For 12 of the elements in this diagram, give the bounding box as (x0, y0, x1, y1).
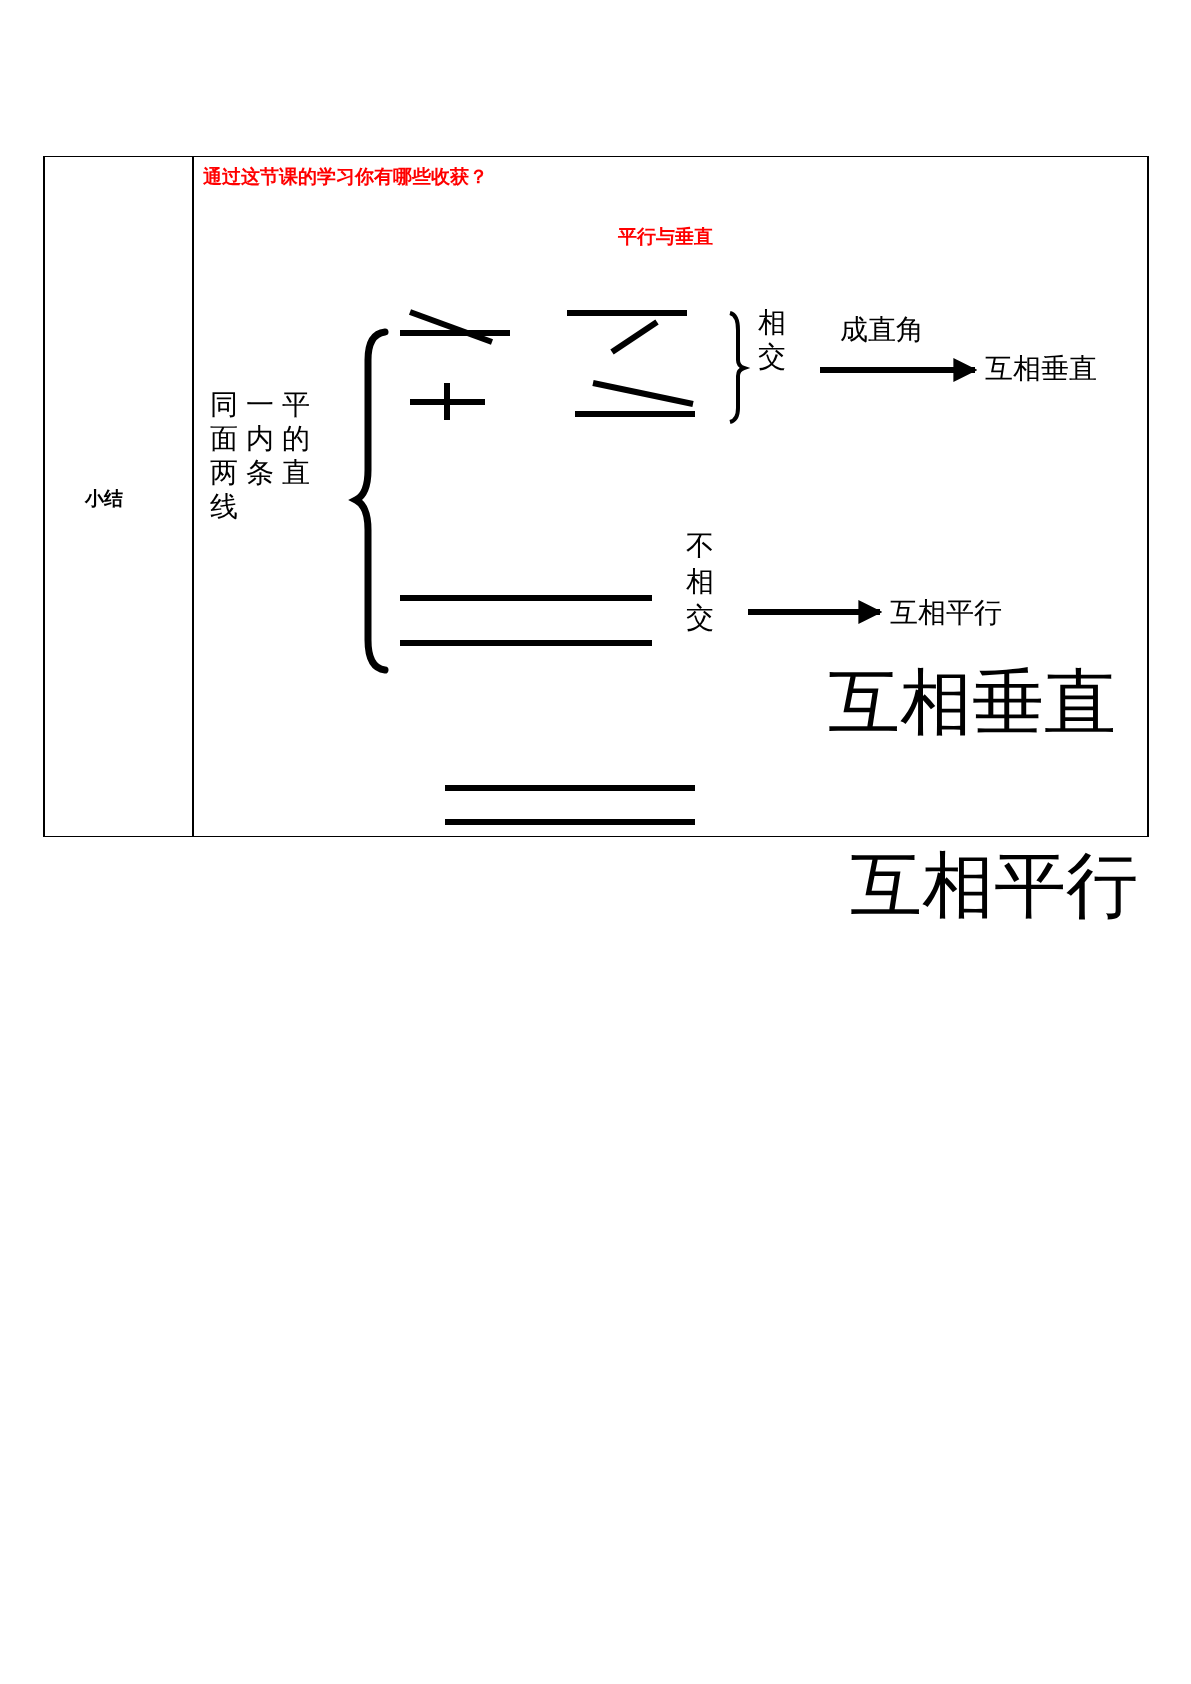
question-text: 通过这节课的学习你有哪些收获？ (203, 164, 488, 189)
vertical-text: 同一平面内的两条直线 (210, 388, 319, 524)
vertical-text: 相交 (758, 306, 786, 374)
row-heading: 小结 (85, 486, 123, 511)
large-text: 互相平行 (850, 845, 1138, 925)
arrow (748, 600, 883, 624)
topic-title: 平行与垂直 (618, 224, 713, 249)
result-text: 互相垂直 (985, 351, 1098, 387)
large-text: 互相垂直 (828, 662, 1116, 742)
vertical-text: 不相交 (686, 528, 714, 636)
arrow (820, 358, 978, 382)
result-text: 互相平行 (890, 595, 1003, 631)
